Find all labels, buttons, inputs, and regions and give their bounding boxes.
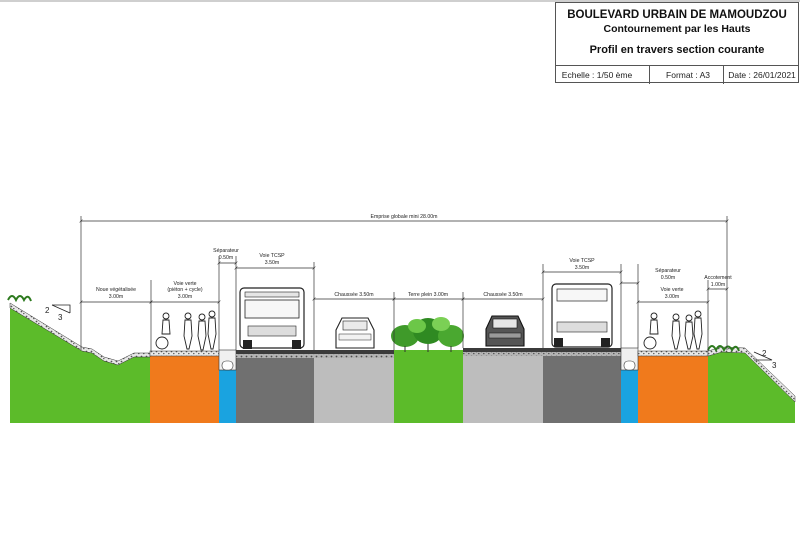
cell-divider — [649, 66, 650, 84]
title-block-info-row: Echelle : 1/50 ème Format : A3 Date : 26… — [556, 65, 798, 84]
left-separator-label: Séparateur — [213, 248, 239, 254]
right-greenway-fill — [638, 356, 708, 423]
project-title: BOULEVARD URBAIN DE MAMOUDZOU — [567, 9, 787, 21]
left-slope-rise: 2 — [45, 306, 50, 315]
left-embankment-grass — [10, 307, 150, 423]
median-vegetation — [391, 317, 464, 352]
left-separator-width: 0.50m — [219, 255, 233, 261]
right-embankment-grass — [708, 352, 795, 423]
left-carriageway-base — [314, 358, 394, 423]
left-greenway-surface — [149, 350, 220, 357]
left-tcsp-width: 3.50m — [265, 260, 279, 266]
noue-width: 3.00m — [109, 294, 123, 300]
left-greenway-label: Voie verte — [173, 281, 196, 287]
right-tcsp-label: Voie TCSP — [569, 258, 595, 264]
median-grass — [394, 350, 463, 423]
overall-width-label: Emprise globale mini 28.00m — [371, 214, 438, 220]
left-greenway-fill — [150, 356, 219, 423]
left-road-subbase — [236, 354, 394, 358]
right-slope-vegetation — [707, 345, 740, 353]
right-pedestrians-and-cyclist — [643, 310, 703, 350]
left-carriageway-label: Chaussée 3.50m — [334, 292, 373, 298]
date-label: Date : 26/01/2021 — [728, 70, 796, 80]
right-tcsp-base — [543, 356, 621, 423]
left-pedestrians-and-cyclist — [155, 310, 217, 351]
right-road-subbase — [463, 352, 621, 356]
right-slope-ratio-triangle — [753, 351, 773, 361]
left-greenway-sublabel: (piéton + cycle) — [167, 287, 203, 293]
format-label: Format : A3 — [666, 70, 710, 80]
right-tcsp-width: 3.50m — [575, 265, 589, 271]
right-slope-run: 3 — [772, 361, 777, 370]
right-separator-label: Séparateur — [655, 268, 681, 274]
shoulder-label: Accotement — [704, 275, 732, 281]
right-drain-pipe — [623, 360, 636, 371]
right-carriageway-base — [463, 356, 543, 423]
project-subtitle: Contournement par les Hauts — [603, 23, 751, 35]
left-tcsp-label: Voie TCSP — [259, 253, 285, 259]
right-greenway-surface — [637, 350, 709, 357]
right-greenway-label: Voie verte — [660, 287, 683, 293]
right-slope-rise: 2 — [762, 349, 767, 358]
right-separator-width: 0.50m — [661, 275, 675, 281]
left-slope-gravel — [9, 302, 151, 366]
left-drain — [219, 370, 236, 423]
left-car — [335, 317, 375, 349]
cell-divider — [723, 66, 724, 84]
shoulder-width: 1.00m — [711, 282, 725, 288]
left-drain-pipe — [221, 360, 234, 371]
right-carriageway-label: Chaussée 3.50m — [483, 292, 522, 298]
noue-label: Noue végétalisée — [96, 287, 136, 293]
left-greenway-width: 3.00m — [178, 294, 192, 300]
right-greenway-width: 3.00m — [665, 294, 679, 300]
right-drain — [621, 370, 638, 423]
sheet-title: Profil en travers section courante — [589, 44, 765, 56]
title-block: BOULEVARD URBAIN DE MAMOUDZOU Contournem… — [555, 2, 799, 84]
left-slope-vegetation — [7, 295, 32, 303]
median-label: Terre plein 3.00m — [408, 292, 448, 298]
sheet-border — [0, 0, 800, 2]
right-bus — [551, 283, 613, 348]
left-tcsp-base — [236, 358, 314, 423]
right-car — [485, 315, 525, 347]
left-slope-ratio-triangle — [51, 304, 71, 314]
left-slope-run: 3 — [58, 313, 63, 322]
left-bus — [239, 287, 305, 349]
scale-label: Echelle : 1/50 ème — [561, 70, 633, 80]
